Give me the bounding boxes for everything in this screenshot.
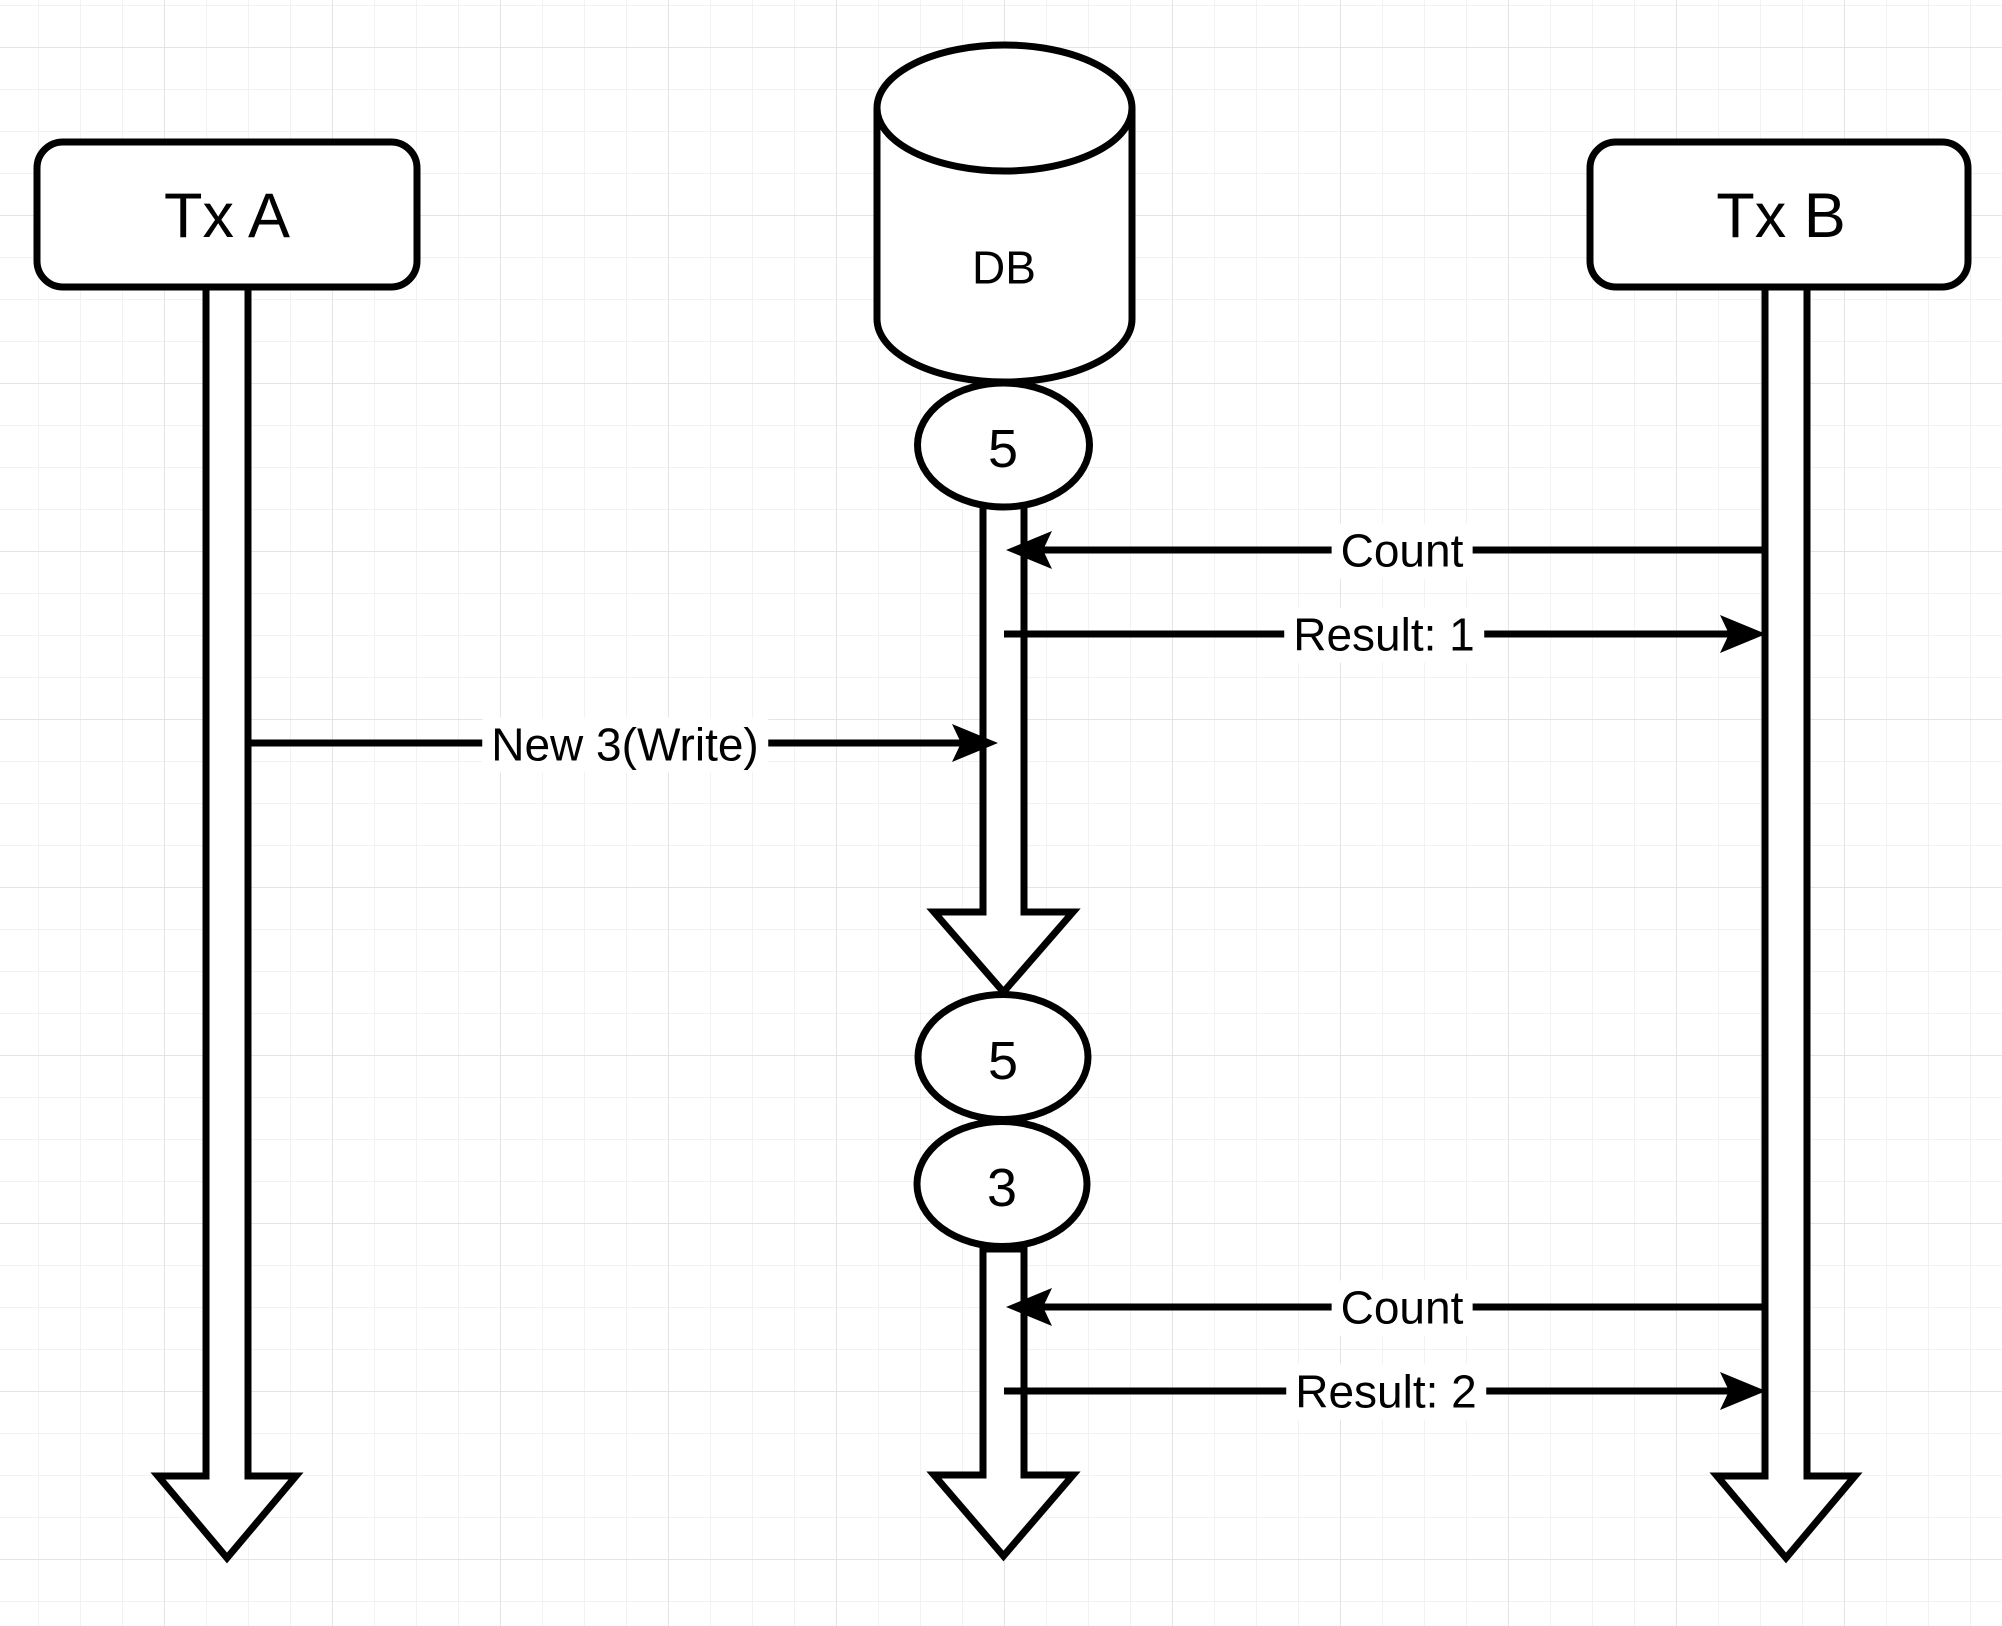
message-label-count-2: Count [1331,1280,1473,1336]
db-lifeline-arrow-lower[interactable] [926,1245,1081,1562]
lifeline-arrow-tx-a[interactable] [150,283,304,1564]
db-value-ellipse-initial[interactable] [914,379,1093,511]
message-label-result-2: Result: 2 [1286,1364,1486,1420]
arrowhead-right-icon [1720,615,1766,653]
db-value-reread-old: 5 [987,1030,1019,1091]
arrowhead-left-icon [1006,1288,1052,1326]
db-label: DB [972,241,1036,294]
lifeline-arrow-tx-b[interactable] [1709,283,1863,1564]
actor-box-tx-b[interactable] [1586,138,1972,291]
db-cylinder-top[interactable] [873,41,1136,175]
actor-label-tx-a: Tx A [163,180,291,251]
actor-box-tx-a[interactable] [33,138,421,291]
arrowhead-left-icon [1006,531,1052,569]
message-label-count-1: Count [1331,523,1473,579]
arrowhead-right-icon [1720,1372,1766,1410]
arrowhead-right-icon [952,724,998,762]
db-value-ellipse-reread-new[interactable] [913,1118,1091,1250]
actor-label-tx-b: Tx B [1716,180,1846,251]
db-lifeline-arrow-upper[interactable] [926,451,1081,998]
message-label-new-3-write: New 3(Write) [482,717,768,773]
db-value-initial: 5 [987,418,1019,479]
db-value-reread-new: 3 [986,1157,1018,1218]
message-label-result-1: Result: 1 [1284,607,1484,663]
